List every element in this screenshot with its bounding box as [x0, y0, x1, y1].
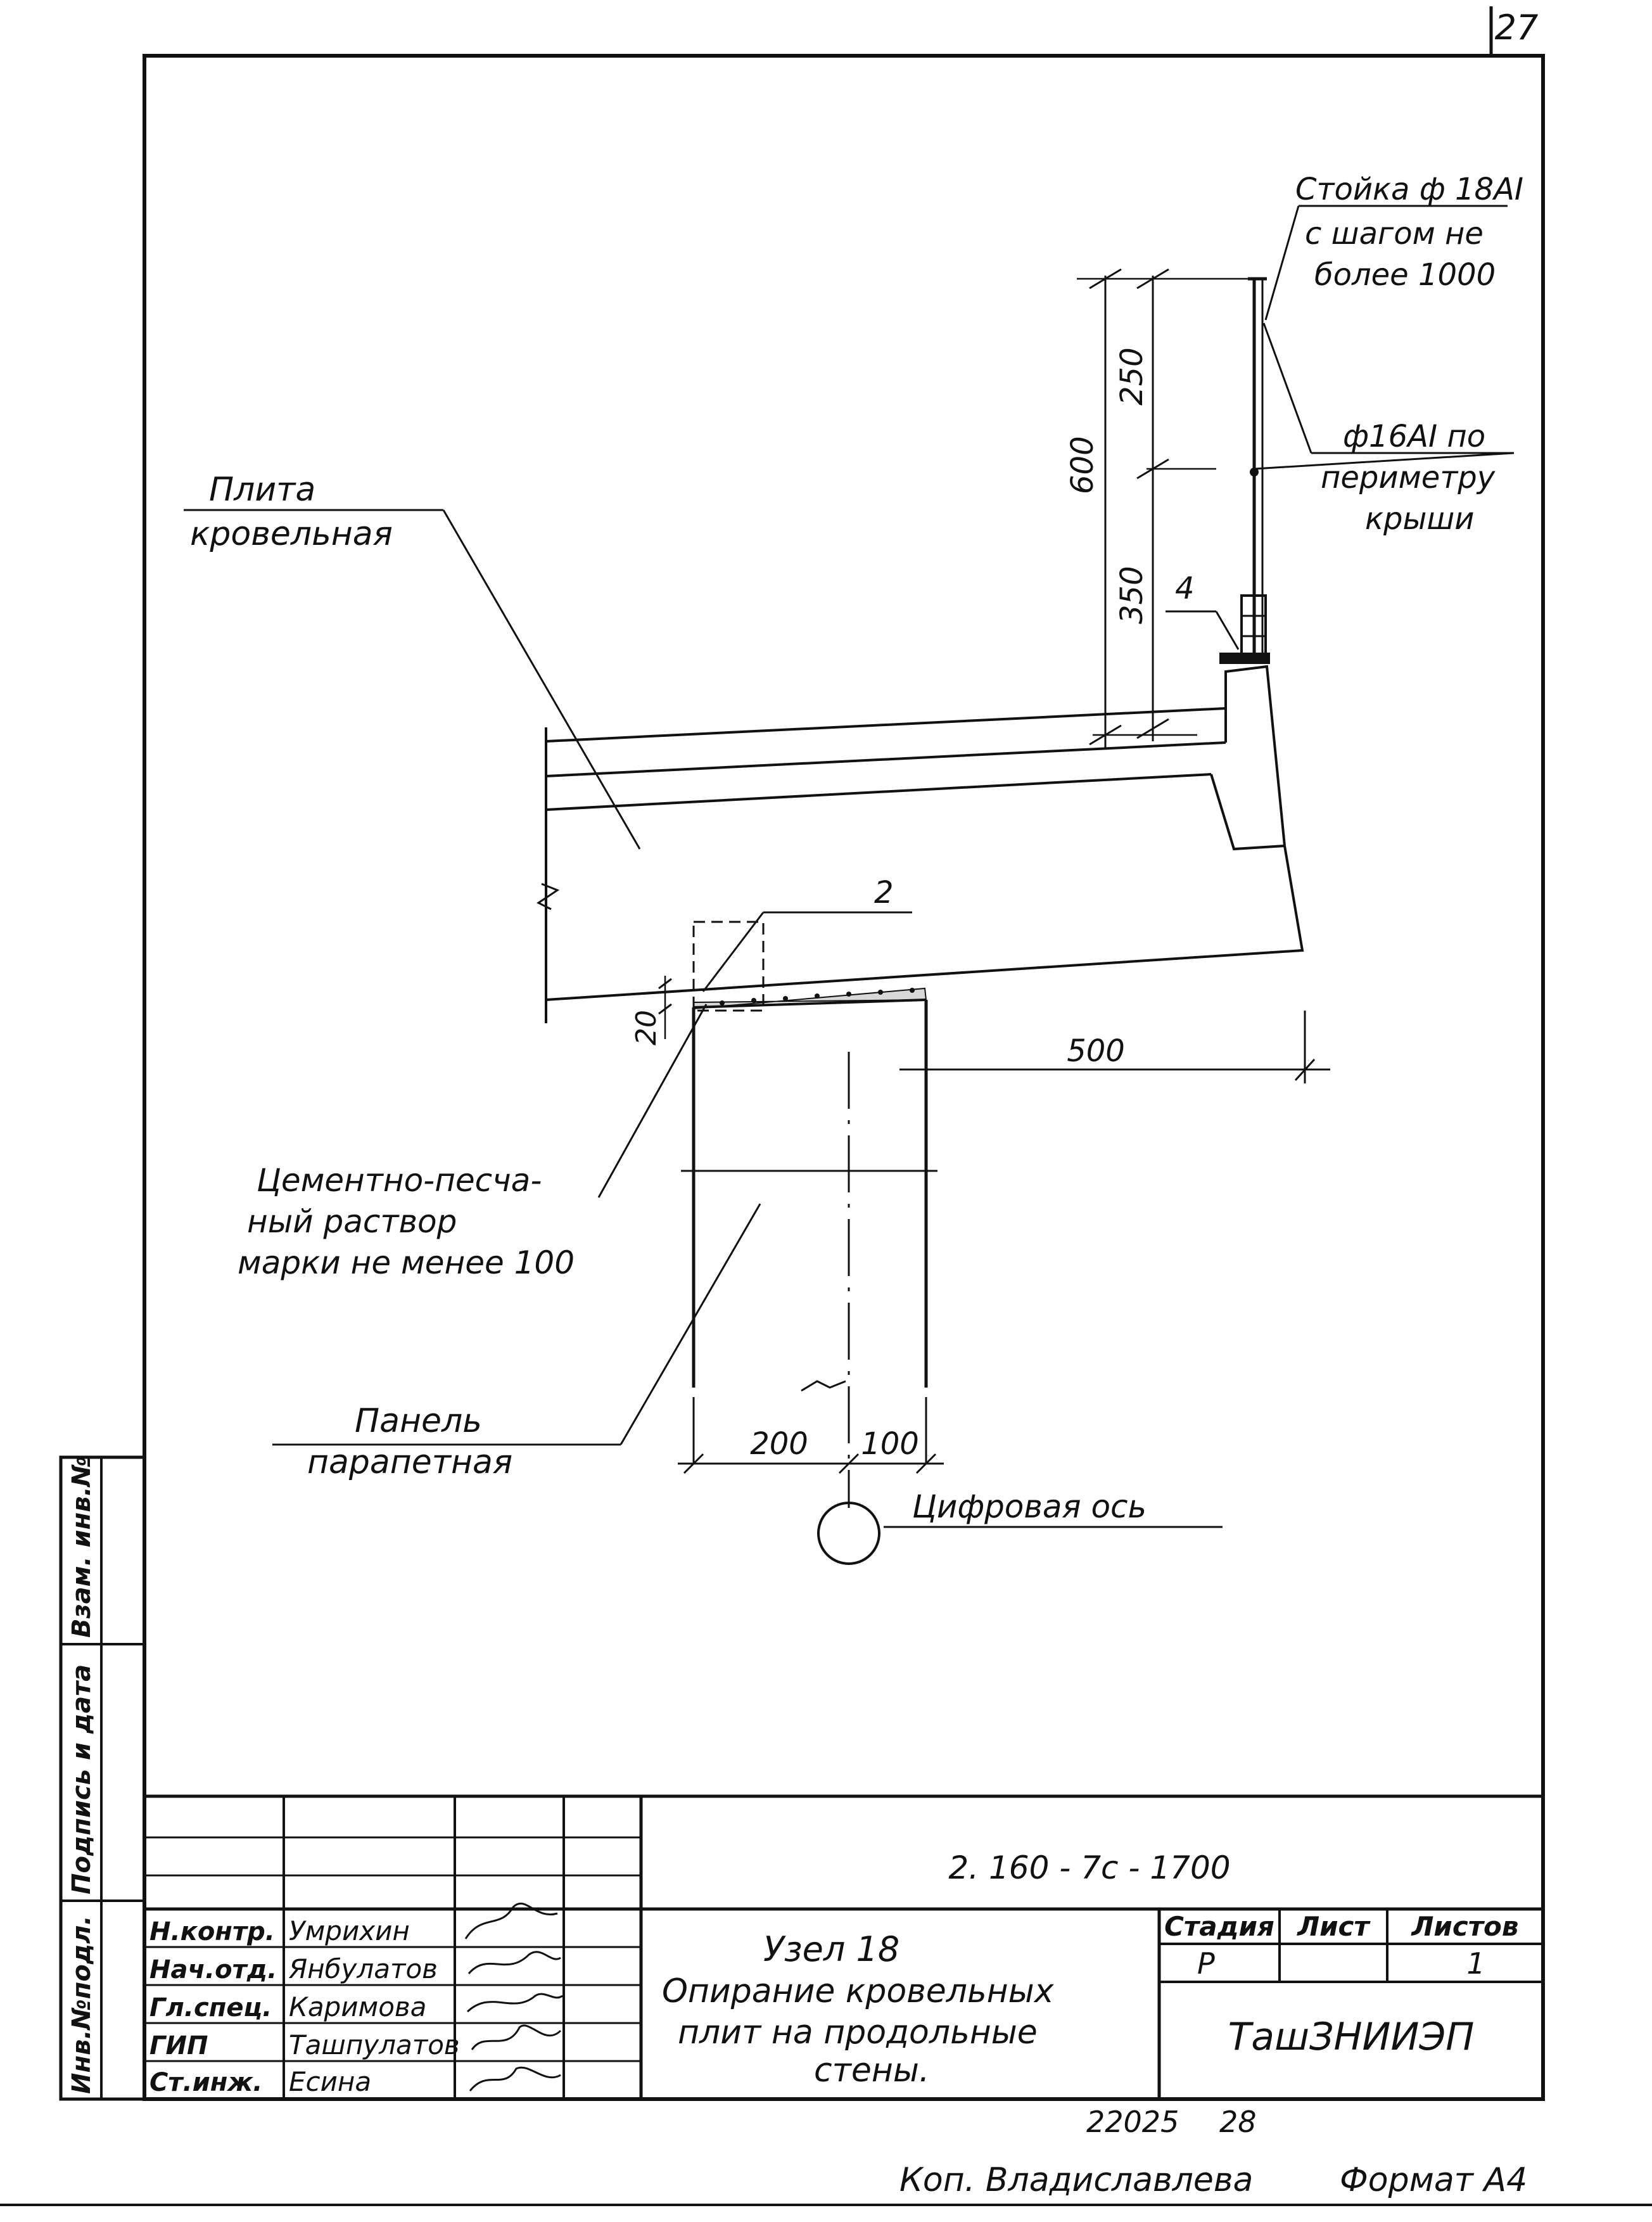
mortar-bed	[692, 921, 927, 1012]
sheets-value: 1	[1466, 1946, 1485, 1981]
copied-by: Коп. Владиславлева	[899, 2161, 1253, 2199]
header-sheets: Листов	[1411, 1911, 1519, 1942]
header-sheet: Лист	[1296, 1911, 1371, 1942]
railing-post	[1219, 277, 1270, 664]
label-rail-1: ф16AI по	[1343, 419, 1485, 454]
dim-20: 20	[630, 1010, 663, 1045]
description-line-1: Опирание кровельных	[662, 1972, 1055, 2010]
staff-table: Н.контр. Умрихин Нач.отд. Янбулатов Гл.с…	[149, 1915, 460, 2097]
side-stamp-inv-no: Инв.№подл.	[67, 1915, 96, 2094]
document-code: 2. 160 - 7c - 1700	[948, 1849, 1230, 1886]
staff-role-1: Н.контр.	[149, 1917, 275, 1946]
staff-role-4: ГИП	[149, 2031, 208, 2060]
staff-name-1: Умрихин	[289, 1915, 410, 1946]
staff-name-5: Есина	[289, 2066, 371, 2097]
order-suffix: 28	[1219, 2105, 1257, 2139]
staff-name-2: Янбулатов	[288, 1953, 438, 1984]
label-panel-2: парапетная	[307, 1443, 512, 1481]
dimension-lines	[658, 268, 1330, 1474]
dim-200: 200	[750, 1426, 808, 1462]
label-rail-2: периметру	[1321, 460, 1496, 495]
label-panel-1: Панель	[355, 1402, 482, 1440]
stage-value: Р	[1197, 1946, 1215, 1981]
order-number: 22025	[1086, 2105, 1179, 2139]
side-stamp-replace-inv: Взам. инв.№	[67, 1456, 96, 1638]
leader-lines	[184, 205, 1515, 1446]
dim-600: 600	[1065, 436, 1100, 494]
label-mortar-3: марки не менее 100	[238, 1244, 575, 1281]
staff-name-3: Каримова	[289, 1991, 426, 2022]
staff-name-4: Ташпулатов	[289, 2029, 460, 2060]
staff-role-3: Гл.спец.	[149, 1993, 272, 2022]
header-stage: Стадия	[1164, 1911, 1274, 1942]
annotations: Плита кровельная Стойка ф 18AI с шагом н…	[190, 172, 1523, 1481]
description-line-3: стены.	[814, 2052, 929, 2090]
label-mortar-2: ный раствор	[247, 1203, 457, 1240]
node-title: Узел 18	[763, 1929, 899, 1969]
sheet-number: 27	[1495, 8, 1539, 48]
staff-role-5: Ст.инж.	[149, 2068, 262, 2097]
sheet-frame	[0, 6, 1652, 2206]
description-line-2: плит на продольные	[678, 2014, 1038, 2052]
sheet-format: Формат А4	[1340, 2161, 1527, 2199]
axis-label: Цифровая ось	[912, 1488, 1147, 1525]
label-mortar-1: Цементно-песча-	[257, 1162, 542, 1199]
label-plate-1: Плита	[209, 471, 315, 509]
title-block	[144, 1794, 1543, 2099]
dim-350: 350	[1114, 566, 1150, 624]
label-post-2: с шагом не	[1305, 216, 1484, 252]
side-stamp	[59, 1455, 146, 2101]
signatures	[464, 1902, 563, 2091]
callout-2: 2	[874, 875, 894, 910]
grid-axis	[817, 1052, 1223, 1565]
staff-role-2: Нач.отд.	[149, 1955, 277, 1984]
label-plate-2: кровельная	[190, 515, 393, 553]
roof-plate	[537, 665, 1304, 1023]
parapet-panel	[692, 999, 928, 1392]
dim-250: 250	[1114, 347, 1150, 405]
side-stamp-signature-date: Подпись и дата	[67, 1664, 96, 1894]
callout-4: 4	[1175, 571, 1195, 606]
label-post-3: более 1000	[1314, 257, 1496, 293]
label-rail-3: крыши	[1365, 501, 1474, 537]
label-post-1: Стойка ф 18AI	[1295, 172, 1523, 207]
dim-100: 100	[861, 1426, 919, 1462]
dim-500: 500	[1067, 1033, 1125, 1069]
organization-name: ТашЗНИИЭП	[1228, 2015, 1475, 2059]
